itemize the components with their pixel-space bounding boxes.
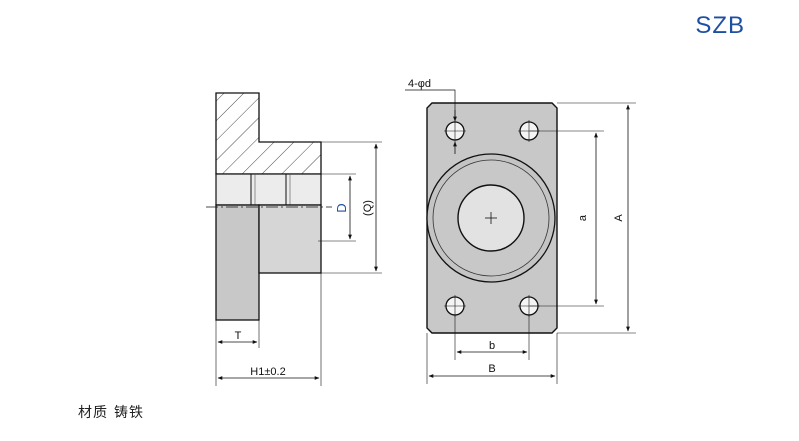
label-b: b <box>489 340 495 352</box>
material-label: 材质 <box>78 404 108 420</box>
label-T: T <box>235 330 242 342</box>
label-Q: (Q) <box>362 200 374 216</box>
label-hole-spec: 4-φd <box>408 78 431 90</box>
model-code: SZB <box>695 12 745 39</box>
side-section-view: D (Q) T H1±0.2 <box>206 92 382 386</box>
mounting-hole <box>444 295 466 317</box>
label-a: a <box>577 214 589 221</box>
mounting-hole <box>444 120 466 142</box>
side-plate <box>215 204 260 321</box>
side-boss <box>258 204 322 274</box>
label-A: A <box>613 214 625 222</box>
neck-bore <box>215 173 322 206</box>
mounting-hole <box>518 120 540 142</box>
hole-leader <box>405 89 456 118</box>
label-B: B <box>488 363 495 375</box>
material-note: 材质铸铁 <box>78 402 150 422</box>
front-view: 4-φd a A b B <box>405 78 636 384</box>
label-D: D <box>334 203 349 212</box>
label-H1: H1±0.2 <box>250 366 285 378</box>
hatched-section <box>215 92 322 175</box>
material-value: 铸铁 <box>114 404 144 420</box>
